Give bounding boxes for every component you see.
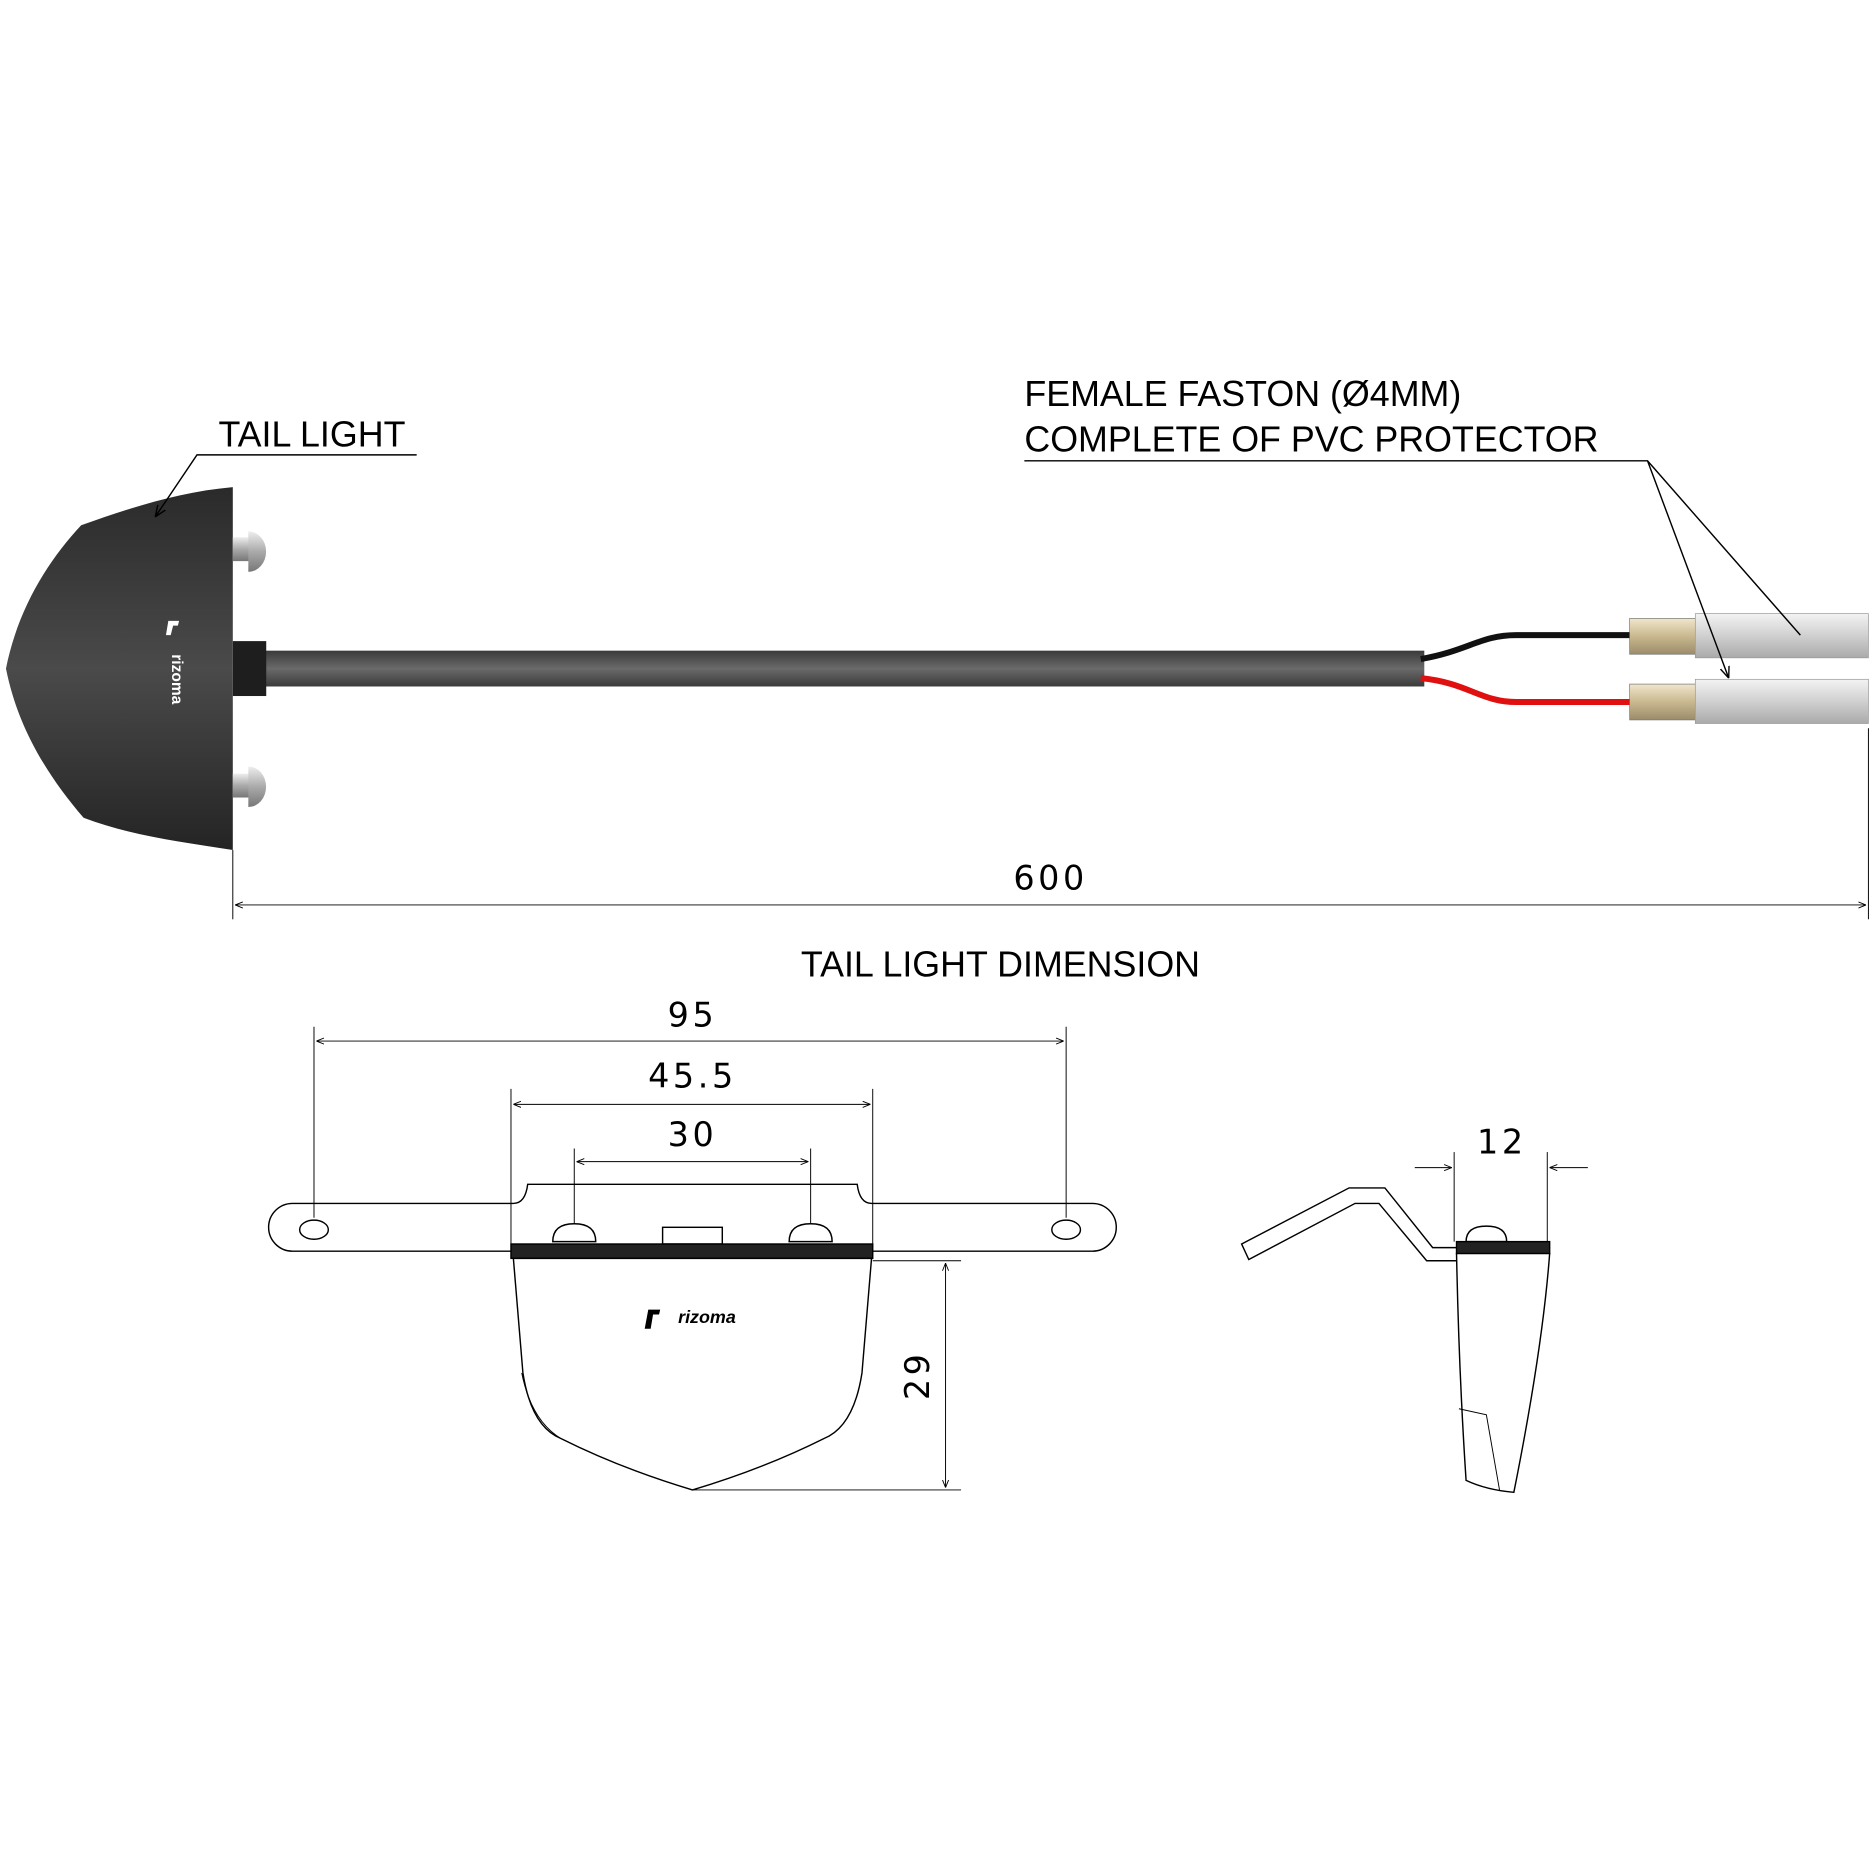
bolt-top bbox=[232, 531, 267, 572]
faston-leader bbox=[1024, 460, 1801, 678]
tail-light-front-view bbox=[267, 1183, 1117, 1491]
side-bolt bbox=[1465, 1225, 1508, 1243]
mount-width-value: 95 bbox=[668, 996, 718, 1035]
body-width-value: 45.5 bbox=[648, 1057, 737, 1096]
body-height-value: 29 bbox=[898, 1351, 937, 1401]
faston-label-line1: FEMALE FASTON (Ø4MM) bbox=[1024, 374, 1461, 414]
mount-hole-left bbox=[298, 1219, 330, 1240]
side-bracket bbox=[1240, 1187, 1464, 1262]
faston-connector-top bbox=[1629, 613, 1869, 659]
dimension-mount-width bbox=[313, 1026, 1067, 1218]
cable-length-value: 600 bbox=[1013, 858, 1088, 897]
mount-hole-right bbox=[1051, 1219, 1082, 1240]
cable bbox=[260, 650, 1425, 687]
tail-light-body bbox=[5, 487, 233, 851]
depth-value: 12 bbox=[1477, 1122, 1527, 1161]
front-logo-mark-icon bbox=[644, 1309, 661, 1329]
logo-mark-icon bbox=[165, 620, 180, 636]
tail-light-top-view: rizoma bbox=[5, 487, 1869, 851]
wire-red bbox=[1420, 675, 1634, 705]
faston-label-line2: COMPLETE OF PVC PROTECTOR bbox=[1024, 419, 1598, 459]
tail-light-side-view bbox=[1240, 1187, 1551, 1494]
side-body bbox=[1455, 1252, 1551, 1494]
mounting-bracket bbox=[267, 1183, 1117, 1252]
tail-light-leader bbox=[155, 454, 417, 517]
section-title: TAIL LIGHT DIMENSION bbox=[801, 945, 1200, 985]
bolt-bottom bbox=[232, 766, 267, 808]
dimension-cable-length: 600 bbox=[232, 728, 1869, 920]
bolt-spacing-value: 30 bbox=[668, 1115, 718, 1154]
front-brand-logo: rizoma bbox=[678, 1307, 736, 1327]
dimension-body-height bbox=[692, 1260, 962, 1491]
cable-grommet bbox=[232, 641, 267, 697]
dimension-bolt-spacing bbox=[573, 1148, 812, 1224]
dimension-depth bbox=[1414, 1152, 1588, 1242]
brand-logo: rizoma bbox=[168, 654, 185, 704]
faston-connector-bottom bbox=[1629, 678, 1869, 724]
dimension-body-width bbox=[510, 1088, 874, 1245]
wire-black bbox=[1420, 632, 1634, 662]
tail-light-label: TAIL LIGHT bbox=[218, 415, 405, 455]
front-body bbox=[512, 1257, 873, 1491]
